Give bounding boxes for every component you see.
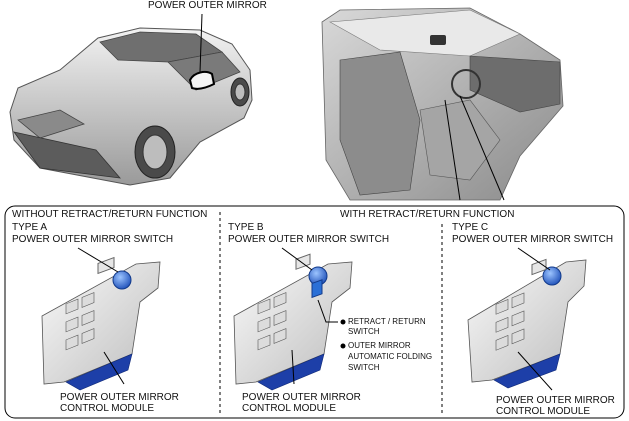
interior-leader-2	[444, 99, 461, 201]
type-b-module-label-1: POWER OUTER MIRROR	[242, 392, 361, 403]
interior-leader-1	[459, 95, 505, 201]
mirror-leader-line	[199, 13, 203, 73]
interior-illustration	[321, 7, 564, 201]
retract-bullet	[340, 319, 346, 325]
type-a-label: TYPE A	[12, 222, 48, 233]
car-exterior-illustration	[9, 13, 253, 186]
type-a-switch-illustration	[41, 256, 161, 391]
type-b-switch-label: POWER OUTER MIRROR SWITCH	[228, 234, 390, 245]
switch-panel-frame	[4, 205, 625, 419]
type-b-label: TYPE B	[228, 222, 264, 233]
type-c-module-label-1: POWER OUTER MIRROR	[496, 395, 615, 406]
folding-bullet	[340, 343, 346, 349]
type-c-switch-leader	[517, 247, 551, 271]
type-a-switch-label: POWER OUTER MIRROR SWITCH	[12, 234, 174, 245]
type-a-module-label-1: POWER OUTER MIRROR	[60, 392, 179, 403]
mirror-highlight	[188, 71, 216, 90]
type-a-module-label-2: CONTROL MODULE	[60, 403, 155, 414]
retract-return-label-1: RETRACT / RETURN	[348, 317, 426, 326]
type-c-module-label-2: CONTROL MODULE	[496, 406, 591, 417]
type-c-switch-label: POWER OUTER MIRROR SWITCH	[452, 234, 614, 245]
without-retract-header: WITHOUT RETRACT/RETURN FUNCTION	[12, 209, 208, 220]
type-a-switch-leader	[77, 247, 119, 273]
type-b-module-leader	[291, 349, 295, 385]
type-b-retract-leader	[317, 299, 338, 323]
type-b-module-label-2: CONTROL MODULE	[242, 403, 337, 414]
folding-switch-label-2: AUTOMATIC FOLDING	[348, 352, 433, 361]
type-a-module-leader	[103, 351, 125, 385]
power-outer-mirror-label: POWER OUTER MIRROR	[148, 0, 267, 11]
type-b-switch-illustration	[233, 253, 353, 391]
with-retract-header: WITH RETRACT/RETURN FUNCTION	[340, 209, 515, 220]
type-c-label: TYPE C	[452, 222, 489, 233]
retract-return-label-2: SWITCH	[348, 327, 380, 336]
type-b-switch-leader	[281, 247, 313, 271]
type-c-switch-illustration	[467, 258, 587, 389]
folding-switch-label-1: OUTER MIRROR	[348, 341, 411, 350]
folding-switch-label-3: SWITCH	[348, 363, 380, 372]
type-c-module-leader	[517, 351, 553, 391]
